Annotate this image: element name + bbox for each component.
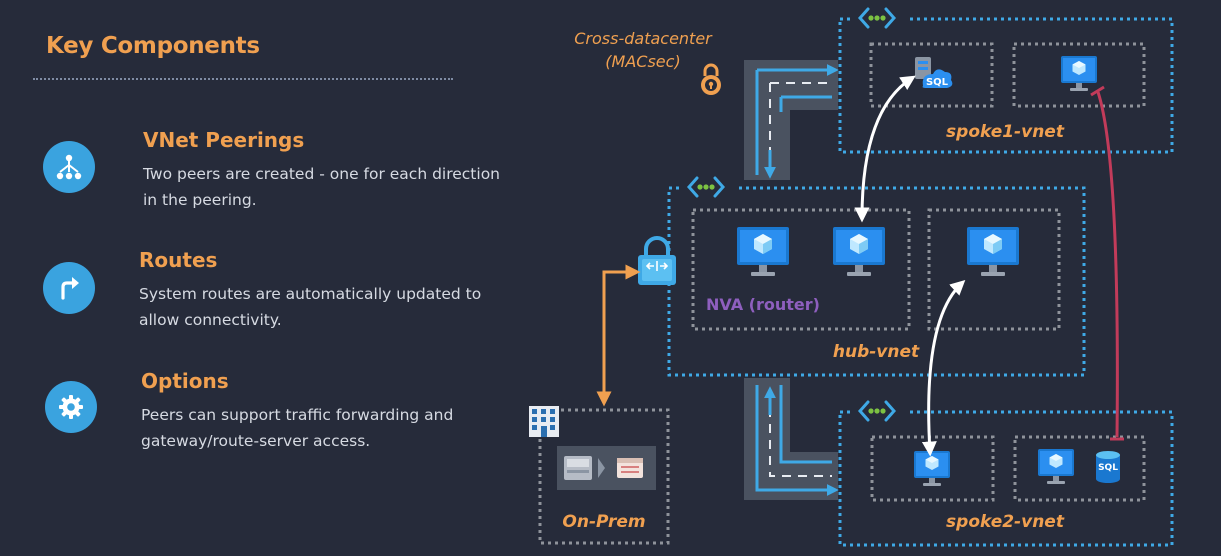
lock-icon bbox=[701, 63, 721, 95]
onprem-vpn-connection bbox=[596, 264, 641, 407]
nva-to-spoke1-traffic bbox=[854, 75, 916, 223]
spoke1-vnet-label: spoke1-vnet bbox=[946, 122, 1065, 142]
server-rack-icon bbox=[617, 458, 643, 478]
blocked-endcap bbox=[1090, 85, 1105, 97]
on-prem: On-Prem bbox=[527, 405, 670, 545]
cross-datacenter-link-bottom bbox=[744, 378, 839, 500]
cross-datacenter-label: Cross-datacenter bbox=[574, 29, 713, 48]
blocked-connection-line bbox=[1096, 91, 1119, 438]
feature-title: Options bbox=[141, 369, 229, 393]
storage-device-icon bbox=[564, 456, 592, 480]
hub-vnet: NVA (router) hub-vnet bbox=[667, 176, 1086, 377]
subnet bbox=[1012, 42, 1146, 108]
hub-vnet-label: hub-vnet bbox=[833, 342, 920, 362]
spoke2-vnet: SQL spoke2-vnet bbox=[838, 400, 1174, 547]
vm-icon bbox=[1038, 449, 1074, 484]
vpn-gateway-icon bbox=[638, 236, 676, 285]
gear-icon bbox=[45, 381, 97, 433]
key-components-panel: Key Components VNet Peerings Two peers a… bbox=[0, 0, 500, 556]
building-icon bbox=[529, 406, 559, 437]
feature-description: Peers can support traffic forwarding and… bbox=[141, 406, 454, 450]
sql-database-icon: SQL bbox=[1096, 451, 1120, 483]
subnet bbox=[870, 435, 995, 502]
subnet bbox=[927, 208, 1061, 331]
svg-text:SQL: SQL bbox=[1098, 463, 1118, 473]
network-tree-icon bbox=[43, 141, 95, 193]
subnet bbox=[1013, 435, 1146, 502]
page-title: Key Components bbox=[46, 33, 260, 59]
nva-subnet bbox=[691, 208, 911, 331]
vm-icon bbox=[737, 227, 789, 276]
route-arrow-icon bbox=[43, 262, 95, 314]
hub-to-spoke2-traffic bbox=[921, 279, 966, 457]
feature-title: Routes bbox=[139, 248, 218, 272]
vm-icon bbox=[914, 451, 950, 486]
feature-description: System routes are automatically updated … bbox=[139, 285, 482, 329]
nva-router-label: NVA (router) bbox=[706, 295, 820, 314]
spoke2-vnet-label: spoke2-vnet bbox=[946, 512, 1065, 532]
macsec-label: (MACsec) bbox=[605, 52, 680, 71]
feature-description: Two peers are created - one for each dir… bbox=[143, 165, 500, 209]
vm-icon bbox=[967, 227, 1019, 276]
spoke1-vnet: SQL spoke1-vnet bbox=[838, 7, 1174, 154]
on-prem-label: On-Prem bbox=[562, 512, 645, 532]
cross-datacenter-link-top bbox=[744, 60, 839, 180]
title-divider bbox=[33, 78, 453, 80]
svg-text:SQL: SQL bbox=[926, 77, 949, 88]
sql-server-icon: SQL bbox=[915, 57, 953, 88]
feature-title: VNet Peerings bbox=[143, 128, 305, 152]
vm-icon bbox=[833, 227, 885, 276]
vm-icon bbox=[1061, 56, 1097, 91]
